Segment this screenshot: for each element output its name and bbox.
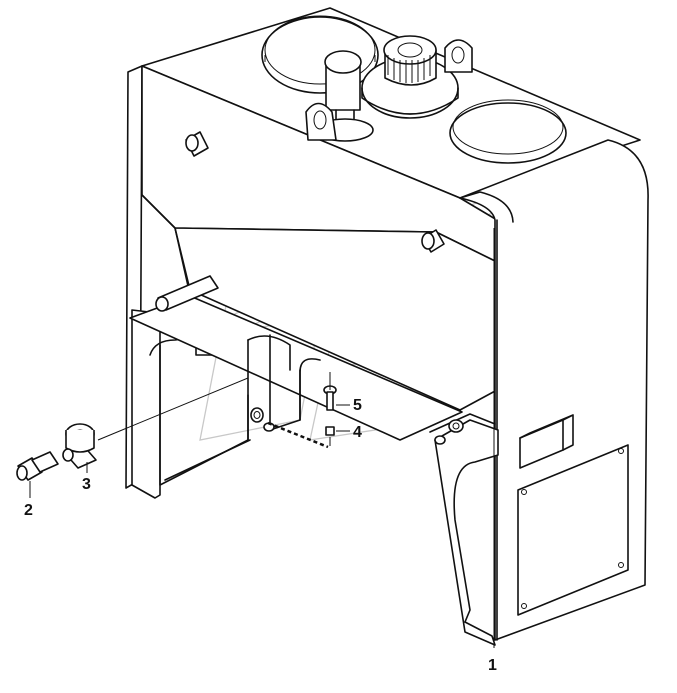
side-cover-plate	[517, 444, 629, 616]
part-2-plug	[16, 451, 59, 481]
lifting-eye-right	[444, 39, 473, 73]
top-cover-right	[449, 99, 567, 164]
part-3-elbow-fitting	[62, 423, 97, 469]
right-support	[434, 419, 499, 646]
boss-left-lower	[155, 275, 219, 312]
callout-5: 5	[353, 397, 362, 414]
callout-2: 2	[24, 502, 33, 519]
lifting-eye-left	[305, 102, 337, 141]
leader-lines	[29, 228, 495, 648]
callout-1: 1	[488, 657, 497, 674]
part-5-bolt	[323, 385, 337, 411]
callout-4: 4	[353, 424, 362, 441]
boss-center	[421, 229, 445, 253]
callout-3: 3	[82, 476, 91, 493]
hydraulic-tank	[125, 7, 649, 646]
filler-cap	[383, 35, 437, 86]
part-4-washer	[325, 426, 335, 436]
boss-left-upper	[185, 131, 209, 157]
